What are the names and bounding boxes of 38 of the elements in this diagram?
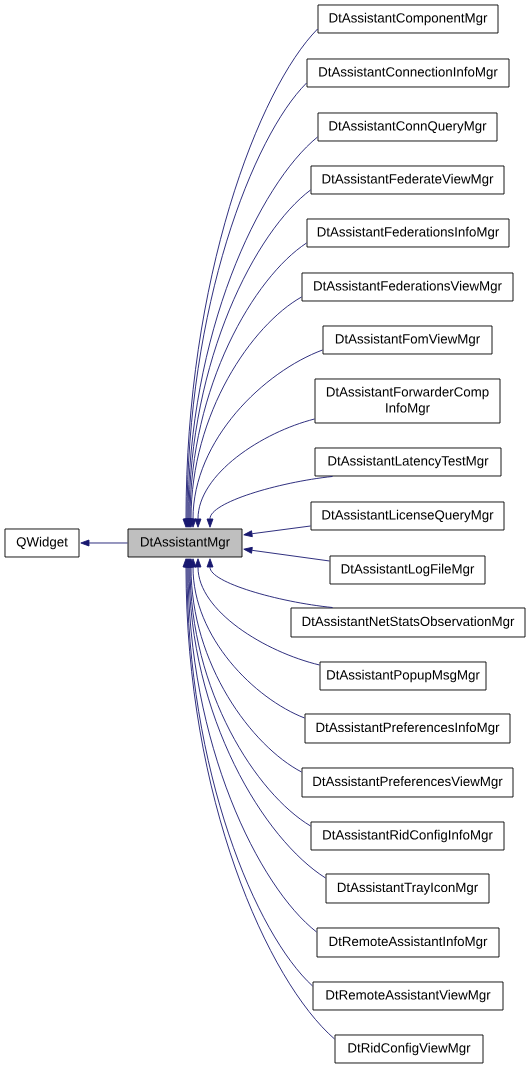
class-box: DtAssistantMgr — [127, 528, 243, 558]
inheritance-arrow — [194, 558, 320, 666]
class-box: DtRemoteAssistantViewMgr — [312, 981, 504, 1011]
class-box: DtAssistantTrayIconMgr — [325, 873, 490, 904]
class-box: DtAssistantFederationsViewMgr — [301, 272, 514, 302]
class-box: DtAssistantComponentMgr — [317, 4, 499, 34]
inheritance-arrow — [194, 418, 315, 528]
class-box: DtRemoteAssistantInfoMgr — [316, 927, 500, 958]
inheritance-arrow — [80, 539, 128, 547]
class-box: DtAssistantLogFileMgr — [329, 555, 486, 585]
class-box: DtAssistantFederateViewMgr — [310, 165, 505, 195]
class-box: DtAssistantFomViewMgr — [322, 325, 493, 355]
inheritance-arrow — [184, 136, 318, 528]
inheritance-arrow — [186, 242, 307, 528]
inheritance-arrow — [182, 28, 318, 528]
class-box: QWidget — [4, 528, 80, 558]
class-box: DtAssistantLatencyTestMgr — [314, 447, 502, 477]
class-box: DtAssistantNetStatsObservationMgr — [290, 607, 526, 638]
inheritance-arrow — [206, 476, 333, 528]
inheritance-arrow — [182, 558, 335, 1040]
inheritance-arrow — [187, 296, 302, 528]
inheritance-arrow — [243, 546, 330, 562]
inheritance-arrow — [189, 558, 305, 719]
class-box: DtAssistantConnectionInfoMgr — [306, 58, 510, 88]
class-box: DtAssistantPreferencesInfoMgr — [304, 713, 511, 744]
class-box: DtAssistantRidConfigInfoMgr — [310, 821, 505, 851]
inheritance-arrow — [243, 525, 311, 538]
inheritance-arrow — [185, 189, 311, 528]
class-box: DtAssistantPopupMsgMgr — [319, 661, 487, 691]
class-box: DtAssistantPreferencesViewMgr — [301, 767, 514, 798]
class-box: DtAssistantLicenseQueryMgr — [310, 501, 505, 531]
class-box: DtRidConfigViewMgr — [334, 1034, 484, 1064]
class-box: DtAssistantForwarderComp InfoMgr — [314, 378, 501, 424]
class-box: DtAssistantConnQueryMgr — [317, 112, 498, 142]
inheritance-arrow — [189, 349, 323, 528]
class-box: DtAssistantFederationsInfoMgr — [306, 218, 510, 248]
inheritance-arrow — [206, 558, 333, 608]
inheritance-arrow — [183, 82, 307, 528]
